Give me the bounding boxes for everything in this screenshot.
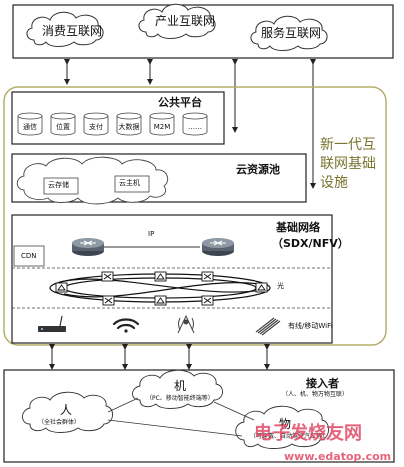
thing-label: 物 <box>279 417 292 431</box>
db-cylinder <box>182 112 208 136</box>
cloud-service-internet <box>250 15 328 51</box>
fiber-cable-icon <box>255 317 281 336</box>
db-label: 支付 <box>89 123 103 131</box>
db-label: 大数据 <box>118 123 140 131</box>
antenna-icon <box>177 314 195 334</box>
cloud-storage-label: 云存储 <box>48 181 69 189</box>
optical-label: 光 <box>277 282 284 290</box>
router-icon <box>202 238 234 256</box>
person-label: 人 <box>60 403 73 417</box>
cloud-industrial-internet <box>138 3 216 39</box>
machine-label: 机 <box>174 379 187 393</box>
db-label: 位置 <box>56 123 70 131</box>
cloud-consumer-internet <box>26 11 104 47</box>
base-network-subtitle: （SDX/NFV） <box>272 237 349 250</box>
cloud-label: 产业互联网 <box>155 14 216 28</box>
watermark-logo: 电子发烧友网 <box>254 423 362 444</box>
optical-node-triangle <box>154 295 167 306</box>
cloud-person <box>22 391 113 433</box>
cloud-pool-title: 云资源池 <box>236 163 280 176</box>
modem-icon <box>38 315 66 332</box>
router-icon <box>72 238 104 256</box>
db-cylinder <box>149 112 175 136</box>
db-label: …… <box>188 123 202 131</box>
db-label: 通信 <box>23 123 37 131</box>
db-cylinder <box>116 112 142 136</box>
internet-box <box>12 4 394 59</box>
access-box <box>3 369 395 463</box>
top-arrows <box>64 59 316 189</box>
side-label: 新一代互联网基础设施 <box>320 137 376 191</box>
bottom-arrows <box>49 344 270 370</box>
db-label: M2M <box>153 123 171 131</box>
optical-node-marks <box>57 273 266 304</box>
base-network-title: 基础网络 <box>276 221 320 234</box>
optical-node-triangle <box>55 282 68 293</box>
cloud-storage-box <box>43 177 79 195</box>
watermark-url: www.edatop.com <box>284 450 392 463</box>
db-cylinder <box>50 112 76 136</box>
public-platform-box <box>11 91 225 145</box>
cdn-label: CDN <box>21 252 37 260</box>
cloud-label: 服务互联网 <box>261 26 322 40</box>
cloud-machine <box>132 369 223 409</box>
machine-sublabel: （PC、移动智能终端等） <box>146 395 214 402</box>
access-subtitle: （人、机、物万物互联） <box>282 391 349 398</box>
wifi-icon <box>112 318 140 333</box>
ip-label: IP <box>148 230 155 238</box>
db-cylinder <box>83 112 109 136</box>
cloud-host-box <box>114 175 150 193</box>
public-platform-title: 公共平台 <box>158 96 202 109</box>
access-title: 接入者 <box>306 377 339 390</box>
optical-node-triangle <box>255 282 268 293</box>
db-cylinder <box>17 112 43 136</box>
access-type-label: 有线/移动WiFi <box>288 322 333 330</box>
cloud-thing <box>235 405 329 449</box>
cloud-label: 消费互联网 <box>42 24 103 38</box>
infrastructure-container <box>3 86 387 346</box>
connector-lines <box>107 397 255 437</box>
thing-sublabel: （可穿戴、自动驾驶汽车等） <box>250 433 329 440</box>
person-sublabel: （全社会群体） <box>38 419 81 426</box>
cloud-host-label: 云主机 <box>119 179 140 187</box>
optical-node-triangle <box>154 271 167 282</box>
cloud-pool-box <box>11 153 307 203</box>
database-icons <box>17 112 208 136</box>
base-network-box <box>11 214 333 344</box>
cdn-box <box>13 245 45 267</box>
